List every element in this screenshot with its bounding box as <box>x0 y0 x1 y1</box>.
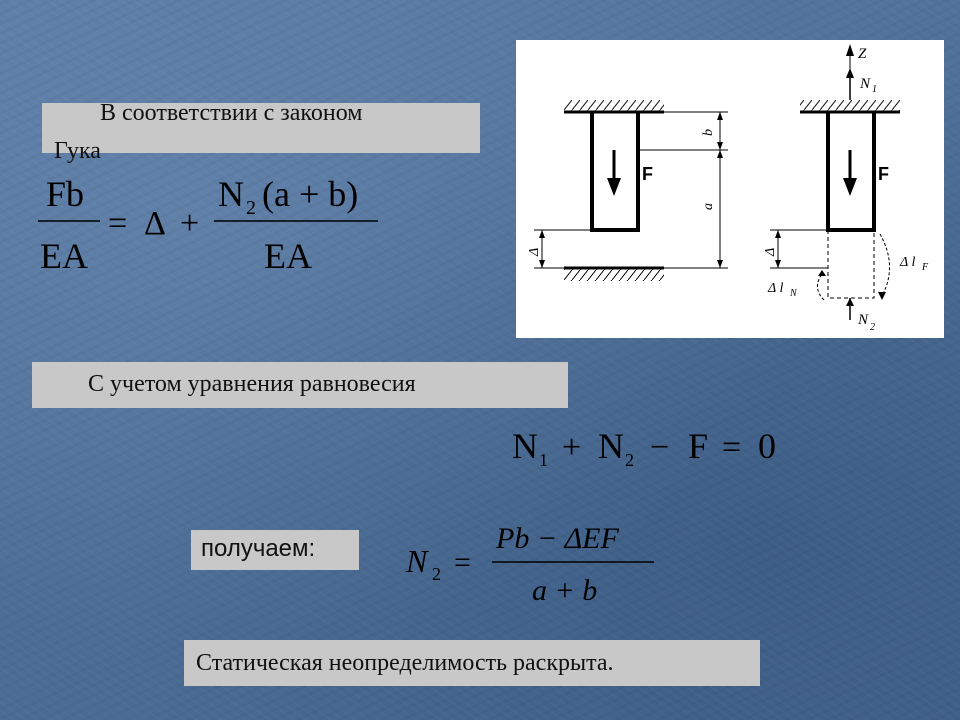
left-top-support-hatch <box>564 100 664 112</box>
eq2-plus: + <box>562 429 581 466</box>
hooke-law-textbox: В соответствии с законом Гука <box>42 100 480 163</box>
right-axis-z-arrow <box>846 44 854 56</box>
left-label-a: a <box>701 203 716 210</box>
result-label: получаем: <box>201 535 316 562</box>
eq2-minus: − <box>650 429 669 466</box>
right-label-dlN-subscript: N <box>789 288 798 299</box>
right-N1-arrow <box>846 68 854 78</box>
hooke-text-line2: Гука <box>54 138 101 164</box>
right-label-F: F <box>878 164 889 184</box>
left-label-b: b <box>701 129 716 136</box>
eq1-lhs-denominator: EA <box>40 236 88 276</box>
equation-result: N 2 = Pb − ΔEF a + b <box>405 522 654 607</box>
eq1-rhs-denominator: EA <box>264 236 312 276</box>
left-dim-arrow-3 <box>717 150 723 158</box>
conclusion-textbox: Статическая неопределимость раскрыта. <box>184 640 760 686</box>
right-label-N1-subscript: 1 <box>872 84 877 95</box>
right-load-arrow <box>843 178 857 196</box>
eq2-N1-subscript: 1 <box>539 450 548 470</box>
eq1-delta: Δ <box>144 205 166 242</box>
left-delta-arrow-1 <box>539 230 545 238</box>
right-dlN-curve <box>817 273 825 301</box>
left-dim-arrow-1 <box>717 112 723 120</box>
eq3-numerator: Pb − ΔEF <box>495 522 620 555</box>
left-delta-arrow-2 <box>539 260 545 268</box>
right-label-N2-subscript: 2 <box>870 322 875 333</box>
left-figure: F b a Δ <box>527 100 728 281</box>
eq3-denominator: a + b <box>532 574 597 607</box>
eq1-equals: = <box>108 205 127 242</box>
right-dlF-arrow <box>878 292 886 300</box>
eq3-N-subscript: 2 <box>432 564 441 584</box>
left-dim-arrow-2 <box>717 142 723 150</box>
right-figure: Z N 1 F N 2 Δ Δ l F Δ l <box>763 44 929 333</box>
right-label-N1: N <box>859 76 871 92</box>
eq2-equals: = <box>722 429 741 466</box>
right-dlN-arrow <box>818 270 826 276</box>
right-label-N2: N <box>857 312 869 328</box>
eq3-N: N <box>405 543 429 579</box>
eq2-N2-subscript: 2 <box>625 450 634 470</box>
eq2-N1: N <box>512 426 538 466</box>
right-u-bracket <box>826 112 876 232</box>
left-label-F: F <box>642 164 653 184</box>
right-label-dlN: Δ l <box>767 281 783 296</box>
eq1-lhs-numerator: Fb <box>46 174 84 214</box>
diagram-svg: F b a Δ Z <box>527 44 929 333</box>
eq3-equals: = <box>454 546 471 579</box>
equation-equilibrium: N 1 + N 2 − F = 0 <box>512 426 776 470</box>
right-label-Z: Z <box>858 46 867 62</box>
right-elongated-outline <box>827 230 875 299</box>
left-load-arrow <box>607 178 621 196</box>
left-dim-arrow-4 <box>717 260 723 268</box>
structure-diagram: F b a Δ Z <box>516 40 944 338</box>
eq1-rhs-numerator-subscript: 2 <box>246 197 256 219</box>
right-N2-arrow <box>846 298 854 306</box>
hooke-text-line1: В соответствии с законом <box>100 100 363 126</box>
right-delta-arrow-2 <box>775 260 781 268</box>
right-label-dlF: Δ l <box>899 255 915 270</box>
eq2-zero: 0 <box>758 426 776 466</box>
eq1-plus: + <box>180 205 199 242</box>
right-dlF-curve <box>879 233 891 297</box>
eq1-rhs-numerator-N: N <box>218 174 244 214</box>
right-label-delta: Δ <box>763 248 778 257</box>
conclusion-text: Статическая неопределимость раскрыта. <box>196 650 614 676</box>
result-label-box: получаем: <box>191 530 359 570</box>
left-label-delta: Δ <box>527 248 542 257</box>
right-top-support-hatch <box>800 100 900 112</box>
equation-hooke: Fb EA = Δ + N 2 (a + b) EA <box>38 174 378 276</box>
left-bottom-support-hatch <box>564 269 664 281</box>
left-u-bracket <box>590 112 640 232</box>
right-label-dlF-subscript: F <box>921 262 929 273</box>
equilibrium-text: С учетом уравнения равновесия <box>88 371 416 397</box>
eq2-F: F <box>688 426 708 466</box>
eq2-N2: N <box>598 426 624 466</box>
right-delta-arrow-1 <box>775 230 781 238</box>
equilibrium-textbox: С учетом уравнения равновесия <box>32 362 568 408</box>
eq1-rhs-numerator-rest: (a + b) <box>262 174 358 214</box>
